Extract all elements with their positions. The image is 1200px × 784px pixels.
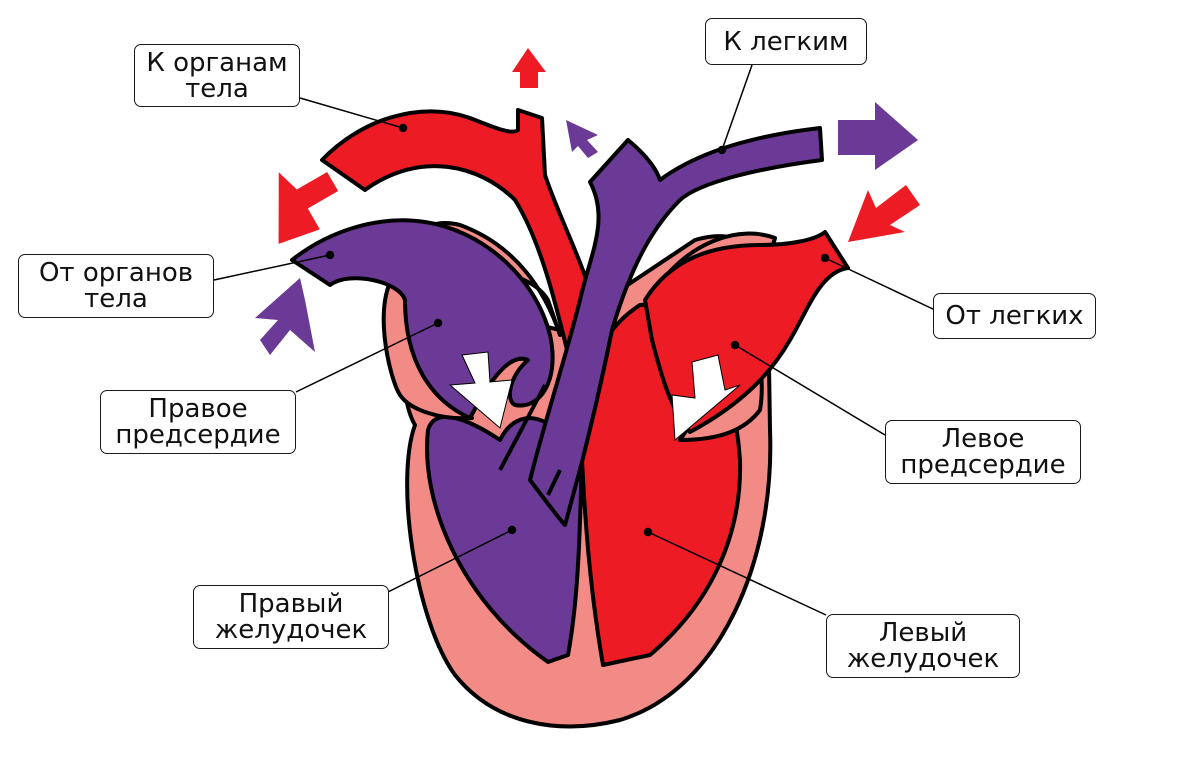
leader-dot bbox=[398, 123, 408, 133]
leader-to-lungs bbox=[721, 64, 753, 151]
label-to-body: К органам тела bbox=[134, 44, 300, 107]
leader-to-body bbox=[299, 97, 404, 129]
label-right-atrium: Правое предсердие bbox=[100, 390, 296, 454]
leader-from-lungs bbox=[824, 257, 936, 311]
label-right-ventricle: Правый желудочек bbox=[193, 585, 389, 649]
arrow-from-lungs bbox=[848, 185, 920, 242]
leader-dot bbox=[717, 145, 727, 155]
arrow-to-body-left bbox=[278, 172, 339, 244]
flow-arrow-right bbox=[448, 351, 513, 429]
label-line: тела bbox=[84, 284, 148, 314]
leader-left-atrium bbox=[734, 344, 886, 436]
label-left-atrium: Левое предсердие bbox=[885, 420, 1081, 484]
label-line: Левый bbox=[878, 618, 968, 648]
arrow-to-lungs-small bbox=[566, 120, 598, 158]
label-line: От органов bbox=[38, 258, 194, 288]
label-line: Правое bbox=[148, 394, 248, 424]
arrow-to-body-up bbox=[512, 48, 546, 88]
arrow-from-body bbox=[255, 278, 315, 355]
leader-dot bbox=[507, 525, 517, 535]
label-line: предсердие bbox=[900, 450, 1066, 480]
label-left-ventricle: Левый желудочек bbox=[826, 614, 1020, 678]
label-from-lungs: От легких bbox=[933, 293, 1096, 339]
label-line: Правый bbox=[238, 589, 344, 619]
leader-left-ventricle bbox=[647, 531, 827, 616]
leader-dot bbox=[820, 253, 830, 263]
septum-line bbox=[546, 469, 562, 496]
leader-dot bbox=[730, 340, 740, 350]
valve-line bbox=[498, 384, 547, 471]
label-to-lungs: К легким bbox=[705, 18, 867, 65]
label-line: предсердие bbox=[115, 420, 281, 450]
label-line: Левое bbox=[941, 424, 1025, 454]
label-line: От легких bbox=[945, 301, 1084, 331]
label-line: желудочек bbox=[846, 644, 1000, 674]
label-line: К органам bbox=[146, 47, 288, 78]
leader-dot bbox=[643, 527, 653, 537]
leader-from-body bbox=[213, 254, 331, 281]
arrow-to-lungs-big bbox=[838, 102, 918, 170]
leader-right-atrium bbox=[295, 322, 439, 393]
label-from-body: От органов тела bbox=[18, 254, 214, 318]
flow-arrow-left bbox=[671, 354, 741, 442]
label-line: тела bbox=[185, 73, 249, 104]
label-line: К легким bbox=[723, 26, 849, 57]
aorta bbox=[320, 108, 597, 364]
leader-dot bbox=[325, 250, 335, 260]
pulmonary-artery bbox=[528, 126, 824, 527]
leader-right-ventricle bbox=[387, 529, 513, 593]
label-line: желудочек bbox=[214, 615, 368, 645]
leader-dot bbox=[433, 318, 443, 328]
